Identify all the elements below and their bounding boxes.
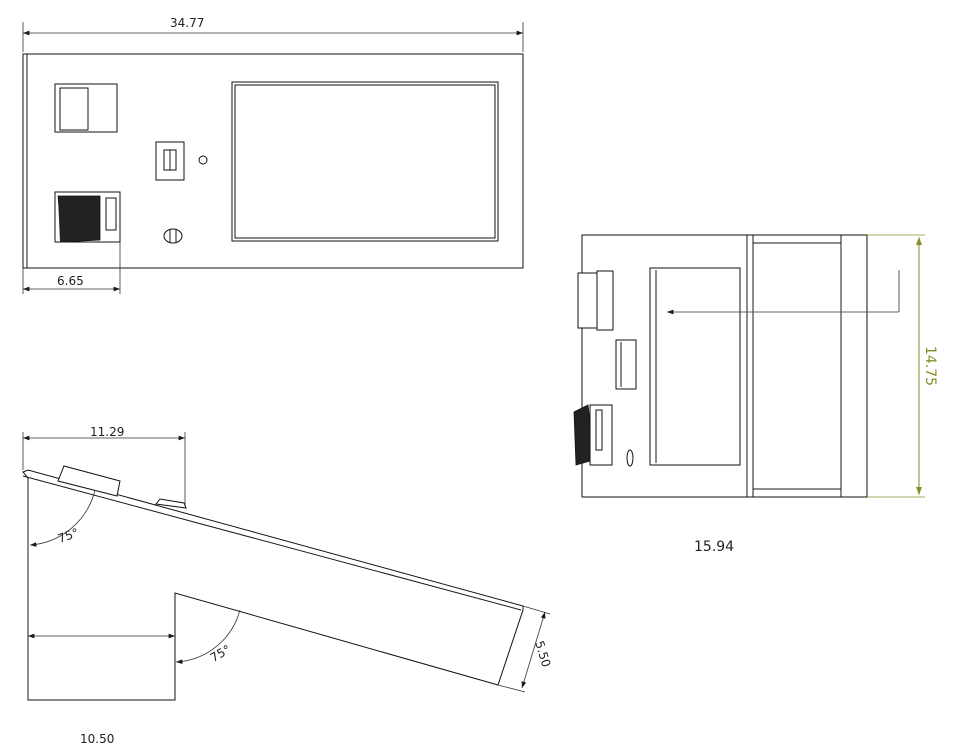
side-view: 11.29 75° 75° 5.50 10.50 (22, 425, 553, 746)
width-dimension-label: 34.77 (170, 16, 204, 30)
top-dimension-label: 11.29 (90, 425, 124, 439)
housing-profile (22, 469, 524, 701)
end-screw (626, 449, 634, 467)
screw-head (163, 228, 183, 244)
bottom-dimension-label: 10.50 (80, 732, 114, 746)
angle-arc-upper (29, 489, 96, 547)
rocker-switch-lower (54, 191, 121, 243)
angle-label-lower: 75° (208, 642, 233, 665)
slant-dimension-line (521, 611, 546, 689)
offset-dimension-label: 6.65 (57, 274, 84, 288)
end-usb-port (615, 339, 637, 390)
top-knob (57, 465, 121, 497)
rocker-switch-upper (54, 83, 118, 133)
display-screen (231, 81, 499, 242)
top-view: 34.77 (22, 16, 524, 294)
usb-port (155, 141, 185, 181)
angle-label-upper: 75° (56, 526, 81, 546)
indicator-led (198, 155, 208, 165)
end-switch-lower (573, 404, 613, 466)
slant-dimension-label: 5.50 (532, 639, 553, 669)
angle-arc-lower (175, 609, 241, 665)
end-switch-upper (577, 270, 614, 331)
end-screen (649, 267, 741, 466)
top-tab (155, 498, 187, 509)
end-view: 14.75 15.94 (573, 234, 938, 555)
height-dimension-label: 14.75 (922, 346, 938, 386)
end-width-dimension-label: 15.94 (694, 539, 734, 555)
